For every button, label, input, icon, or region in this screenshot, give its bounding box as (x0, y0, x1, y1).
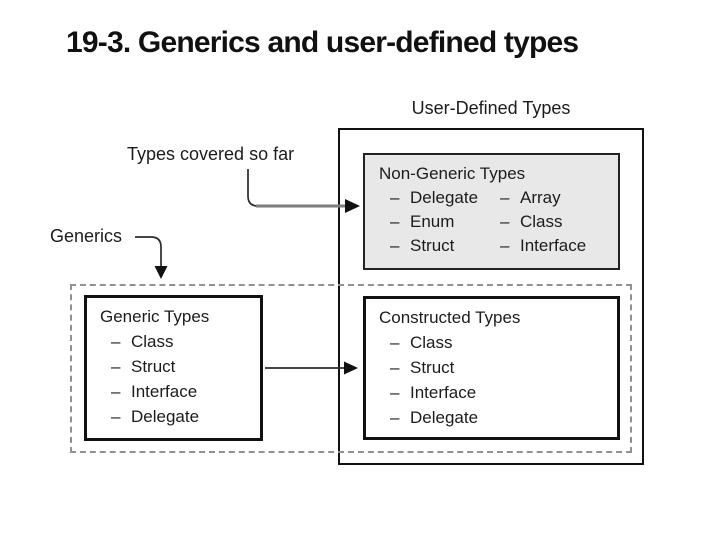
bullet-dash: – (390, 188, 400, 207)
bullet-dash: – (500, 212, 510, 231)
bullet-dash: – (500, 236, 510, 255)
list-item: –Delegate –Array (390, 186, 618, 210)
list-item-label: Array (520, 188, 561, 207)
list-item-label: Interface (410, 383, 477, 402)
user-defined-types-label: User-Defined Types (411, 98, 571, 118)
list-item-label: Struct (410, 358, 455, 377)
bullet-dash: – (390, 236, 400, 255)
list-item-label: Struct (131, 357, 176, 376)
generics-arrow (135, 236, 168, 279)
generics-label: Generics (50, 226, 123, 246)
bullet-dash: – (111, 357, 121, 376)
list-item: –Class (390, 330, 617, 355)
constructed-types-box: Constructed Types –Class –Struct –Interf… (363, 296, 620, 440)
generic-types-box: Generic Types –Class –Struct –Interface … (84, 295, 263, 441)
constructed-types-title: Constructed Types (379, 308, 521, 327)
list-item-label: Class (410, 333, 453, 352)
user-defined-types-box (338, 128, 644, 465)
list-item: –Struct (111, 354, 260, 379)
bullet-dash: – (390, 333, 400, 352)
constructed-types-list: –Class –Struct –Interface –Delegate (366, 330, 617, 430)
list-item-label: Delegate (410, 188, 479, 207)
list-item: –Interface (390, 380, 617, 405)
bullet-dash: – (111, 332, 121, 351)
list-item: –Struct –Interface (390, 234, 618, 258)
types-covered-label: Types covered so far (127, 144, 295, 164)
non-generic-types-box: Non-Generic Types –Delegate –Array –Enum… (363, 153, 620, 270)
list-item: –Class (111, 329, 260, 354)
non-generic-types-list: –Delegate –Array –Enum –Class –Struct –I… (365, 186, 618, 258)
bullet-dash: – (390, 212, 400, 231)
bullet-dash: – (390, 358, 400, 377)
list-item: –Delegate (390, 405, 617, 430)
list-item: –Interface (111, 379, 260, 404)
list-item-label: Delegate (131, 407, 200, 426)
list-item-label: Interface (520, 236, 587, 255)
list-item-label: Delegate (410, 408, 479, 427)
list-item-label: Interface (131, 382, 198, 401)
list-item-label: Class (520, 212, 563, 231)
bullet-dash: – (111, 382, 121, 401)
generic-types-list: –Class –Struct –Interface –Delegate (87, 329, 260, 429)
bullet-dash: – (390, 408, 400, 427)
slide-title: 19-3. Generics and user-defined types (66, 26, 579, 59)
list-item-label: Enum (410, 212, 455, 231)
list-item: –Struct (390, 355, 617, 380)
bullet-dash: – (111, 407, 121, 426)
generic-types-title: Generic Types (100, 307, 210, 326)
list-item-label: Struct (410, 236, 455, 255)
bullet-dash: – (500, 188, 510, 207)
bullet-dash: – (390, 383, 400, 402)
list-item-label: Class (131, 332, 174, 351)
generics-scope-dashed-box (70, 284, 632, 453)
non-generic-types-title: Non-Generic Types (379, 164, 526, 183)
list-item: –Enum –Class (390, 210, 618, 234)
list-item: –Delegate (111, 404, 260, 429)
